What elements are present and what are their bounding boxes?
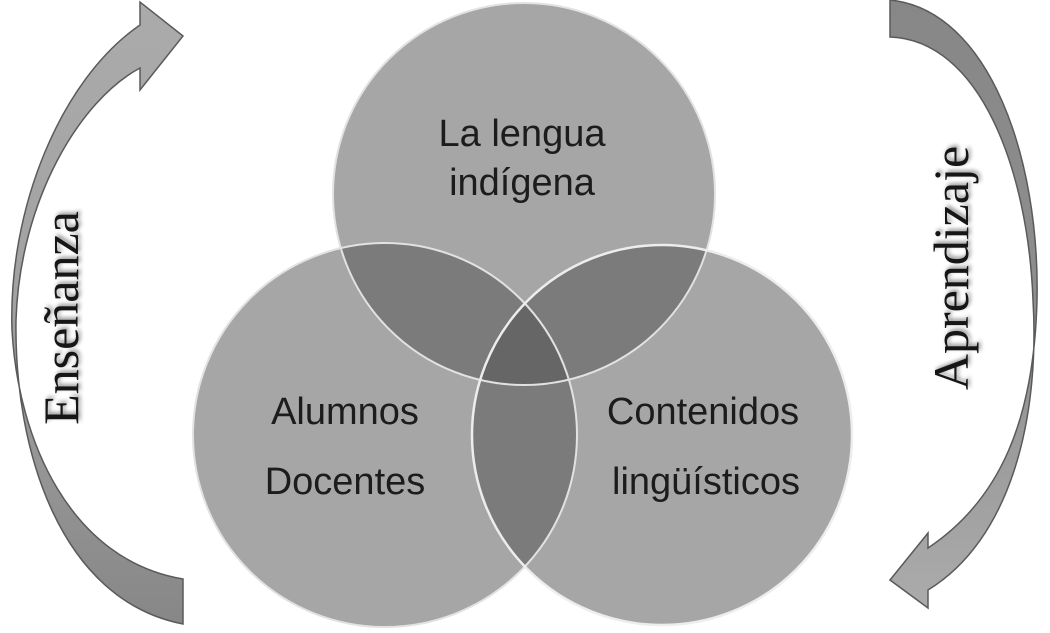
- venn-circles: [192, 2, 854, 628]
- label-right-line-1: Contenidos: [607, 391, 799, 433]
- label-right-line-2: lingüísticos: [612, 461, 800, 503]
- overlap-top-left: [333, 243, 577, 385]
- left-arrow-shape: [11, 0, 185, 625]
- circle-left-border: [192, 242, 578, 628]
- label-ensenanza: Enseñanza: [33, 211, 89, 425]
- right-cycle-arrow: [888, 0, 1038, 610]
- label-left-line-2: Docentes: [265, 461, 426, 503]
- circle-top-border: [332, 2, 716, 386]
- right-arrow-shape: [888, 0, 1038, 610]
- label-left-line-1: Alumnos: [271, 391, 419, 433]
- label-top-line-1: La lengua: [439, 113, 607, 155]
- circle-right-border: [470, 243, 854, 627]
- label-aprendizaje: Aprendizaje: [923, 146, 979, 390]
- overlap-top-right: [472, 245, 715, 385]
- left-cycle-arrow: [11, 0, 185, 625]
- label-top-line-2: indígena: [449, 162, 596, 204]
